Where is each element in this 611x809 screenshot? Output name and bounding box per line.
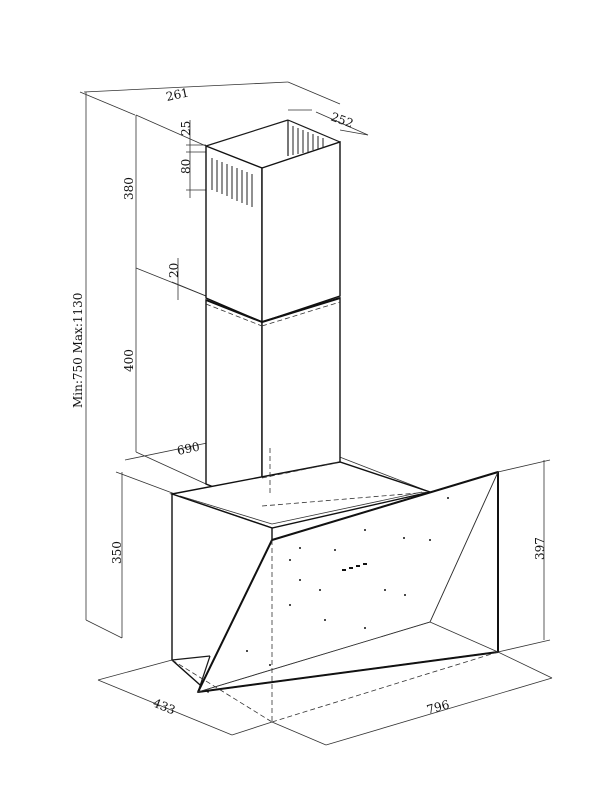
chimney-upper-height-label: 380 bbox=[122, 177, 136, 200]
side-vent-slots bbox=[211, 158, 253, 207]
chimney-duct-icon bbox=[205, 119, 341, 508]
control-panel-buttons bbox=[342, 563, 367, 571]
vent-height-label: 80 bbox=[179, 159, 193, 174]
glass-mount-dots bbox=[246, 497, 449, 666]
dimension-labels: Min:750 Max:1130 380 400 261 252 25 80 2… bbox=[71, 85, 547, 717]
angled-glass-hood-icon bbox=[169, 448, 499, 723]
hood-body-height-label: 350 bbox=[110, 541, 124, 564]
glass-height-label: 397 bbox=[533, 537, 547, 560]
vent-offset-label: 25 bbox=[179, 121, 193, 136]
chimney-depth-label: 252 bbox=[329, 110, 355, 131]
hood-depth-label: 690 bbox=[176, 439, 201, 457]
chimney-lower-height-label: 400 bbox=[122, 349, 136, 372]
dimension-lines bbox=[79, 81, 553, 746]
hood-width-label: 796 bbox=[425, 697, 451, 716]
hood-side-depth-label: 433 bbox=[151, 696, 177, 718]
rear-vent-slots bbox=[292, 126, 324, 155]
chimney-width-label: 261 bbox=[165, 85, 190, 103]
overlap-label: 20 bbox=[167, 263, 181, 278]
height-range-label: Min:750 Max:1130 bbox=[71, 293, 85, 408]
